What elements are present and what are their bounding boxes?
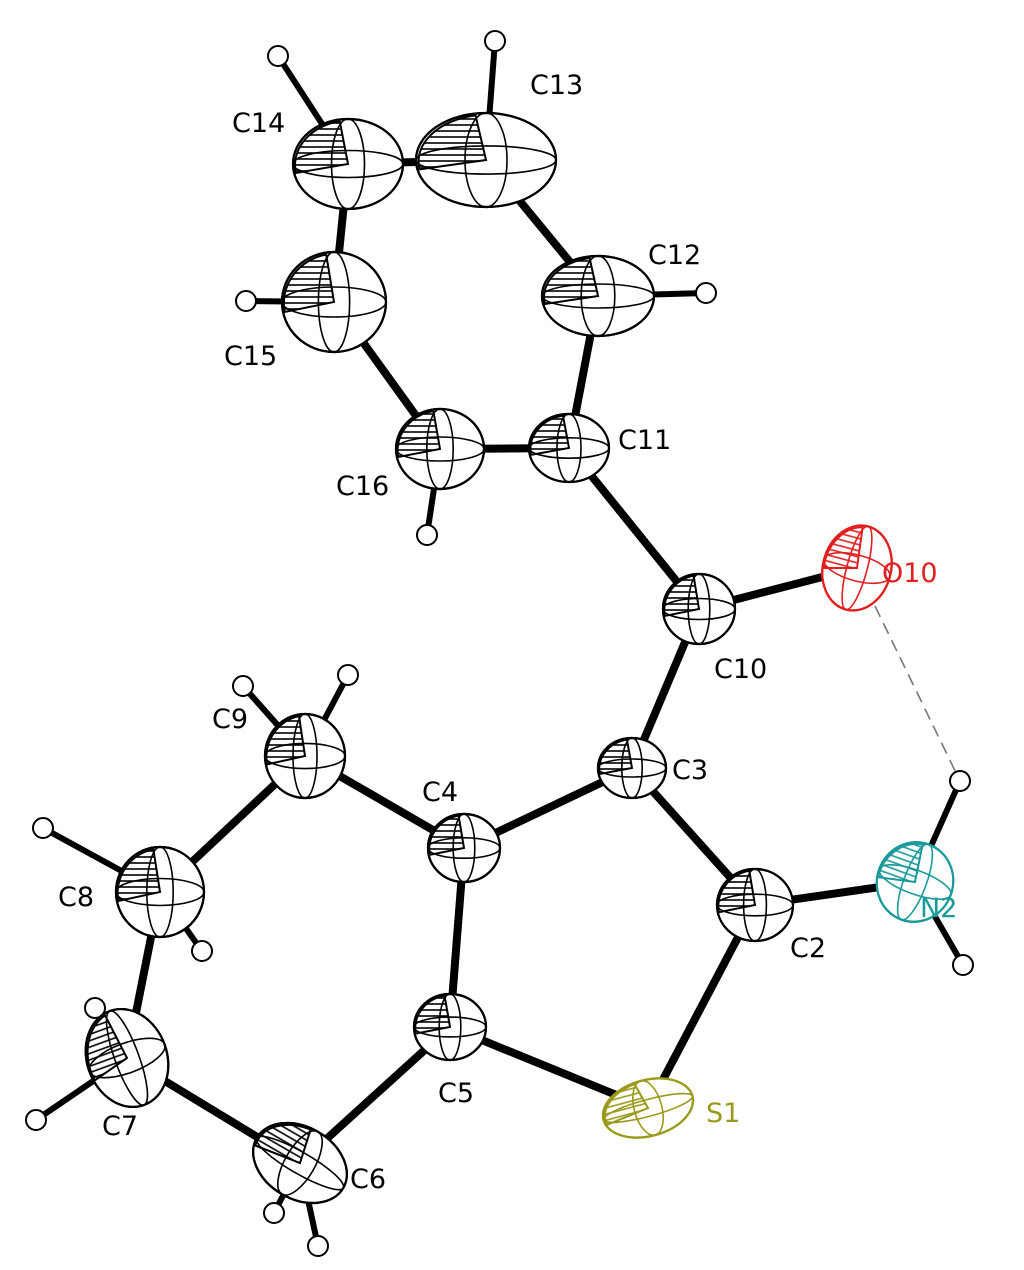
hydrogen-atom-N2-8 (952, 954, 974, 976)
atom-n2 (875, 841, 955, 923)
atom-label-o10: O10 (882, 558, 938, 589)
atom-c8 (114, 845, 206, 939)
bond-S1-C2 (644, 901, 759, 1112)
atom-label-c4: C4 (422, 777, 458, 808)
hydrogen-atom-C6-13 (263, 1202, 285, 1224)
atom-label-c13: C13 (530, 70, 583, 101)
atom-label-c11: C11 (618, 425, 671, 456)
hydrogen-atom-C12-2 (695, 282, 717, 304)
atom-c15 (280, 250, 388, 354)
atom-c12 (540, 254, 656, 338)
atom-c7 (84, 1007, 170, 1109)
hydrogen-atom-N2-7 (949, 770, 971, 792)
hydrogen-bond-O10-N2 (874, 605, 961, 782)
hydrogen-atom-C9-5 (232, 675, 254, 697)
atom-label-c15: C15 (224, 341, 277, 372)
atom-label-n2: N2 (920, 893, 957, 924)
hydrogen-atom-C7-12 (25, 1109, 47, 1131)
atom-c10 (661, 572, 737, 646)
atom-label-c2: C2 (790, 933, 826, 964)
atom-label-c7: C7 (102, 1111, 138, 1142)
atom-label-c16: C16 (336, 471, 389, 502)
atom-label-c12: C12 (648, 240, 701, 271)
atom-c16 (394, 407, 486, 491)
atom-label-c6: C6 (350, 1164, 386, 1195)
atom-label-c10: C10 (714, 654, 767, 685)
hydrogen-atom-C8-9 (32, 817, 54, 839)
hydrogen-atom-C14-1 (267, 45, 289, 67)
hydrogen-atom-C16-4 (416, 524, 438, 546)
hydrogen-atom-C15-3 (235, 290, 257, 312)
atom-label-c9: C9 (212, 704, 248, 735)
atom-c14 (291, 117, 405, 211)
atom-label-c5: C5 (438, 1078, 474, 1109)
atom-c9 (263, 712, 347, 800)
atom-o10 (821, 524, 893, 612)
hydrogen-atom-C8-10 (191, 940, 213, 962)
hydrogen-atom-C13-0 (484, 30, 506, 52)
atom-c11 (527, 412, 611, 484)
atom-c13 (414, 111, 558, 209)
hydrogen-atom-C9-6 (337, 664, 359, 686)
atom-c4 (426, 812, 502, 884)
atom-c6 (252, 1121, 348, 1205)
atom-label-s1: S1 (706, 1098, 740, 1129)
atom-label-c14: C14 (232, 108, 285, 139)
atom-c2 (715, 867, 795, 943)
hydrogen-atom-C6-14 (307, 1235, 329, 1257)
atom-label-c8: C8 (58, 882, 94, 913)
hydrogen-atom-C7-11 (84, 997, 106, 1019)
atom-c3 (596, 736, 668, 800)
atom-s1 (601, 1077, 695, 1139)
atom-label-c3: C3 (672, 755, 708, 786)
atom-c5 (412, 992, 488, 1062)
